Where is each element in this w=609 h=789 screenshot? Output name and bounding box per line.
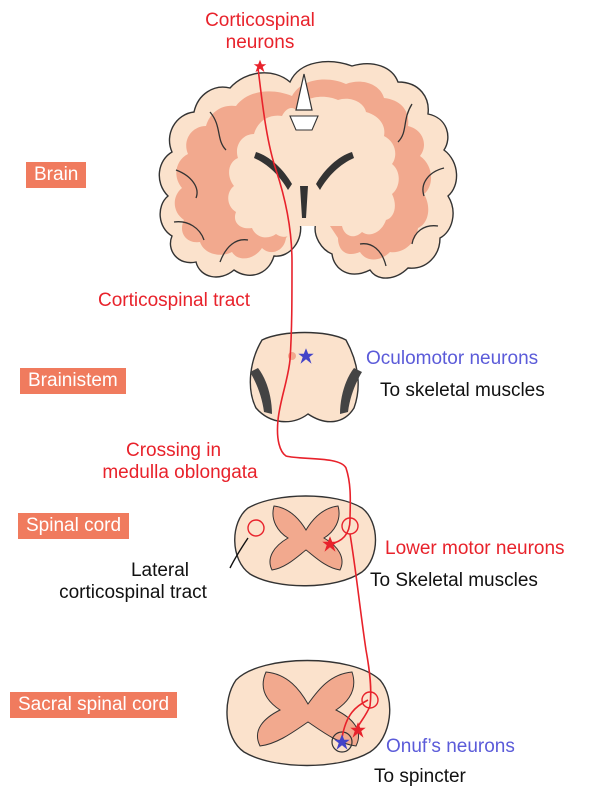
region-label-spinal-cord: Spinal cord: [18, 513, 129, 539]
corticospinal-neurons-label: Corticospinal neurons: [160, 10, 360, 54]
onufs-neurons-label: Onuf’s neurons: [386, 736, 515, 758]
corticospinal-neurons-line2: neurons: [160, 32, 360, 54]
to-skeletal-muscles-spinal-label: To Skeletal muscles: [370, 570, 538, 592]
brainstem-section: [250, 333, 362, 422]
brain-section: [159, 62, 456, 278]
brainstem-oculomotor-nucleus-dot: [288, 352, 296, 360]
lower-motor-neurons-label: Lower motor neurons: [385, 538, 565, 560]
corticospinal-neurons-line1: Corticospinal: [160, 10, 360, 32]
corticospinal-tract-label: Corticospinal tract: [98, 290, 250, 312]
to-skeletal-muscles-brainstem-label: To skeletal muscles: [380, 380, 545, 402]
region-label-brain: Brain: [26, 162, 86, 188]
crossing-line1: Crossing in: [70, 440, 290, 462]
crossing-line2: medulla oblongata: [70, 462, 290, 484]
to-spincter-label: To spincter: [374, 766, 466, 788]
star-corticospinal-neurons: [254, 60, 267, 73]
sacral-cord-section: [227, 661, 390, 766]
lateral-tract-line1: Lateral: [22, 560, 244, 582]
spinal-cord-section: [235, 496, 376, 586]
region-label-brainstem: Brainistem: [20, 368, 126, 394]
lateral-tract-line2: corticospinal tract: [22, 582, 244, 604]
region-label-sacral-spinal-cord: Sacral spinal cord: [10, 692, 177, 718]
crossing-medulla-label: Crossing in medulla oblongata: [70, 440, 290, 484]
oculomotor-neurons-label: Oculomotor neurons: [366, 348, 538, 370]
lateral-corticospinal-tract-label: Lateral corticospinal tract: [22, 560, 244, 604]
